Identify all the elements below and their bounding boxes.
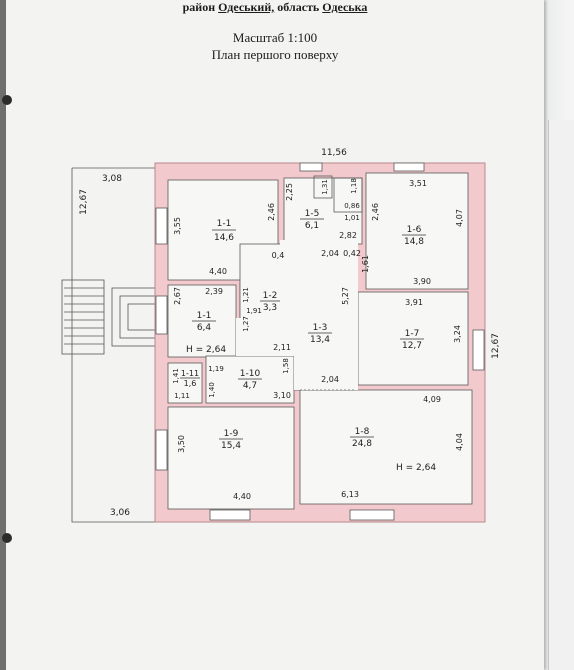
room-1-6-area: 14,8 [404,237,424,247]
dimension-label: 1,31 [321,179,329,195]
room-1-8-area: 24,8 [352,439,372,449]
document-sheet: район Одеський, область Одеська Масштаб … [2,0,544,670]
room-1-3-area: 13,4 [310,335,330,345]
room-1-10-area: 4,7 [243,381,257,391]
dimension-label: 4,07 [455,209,464,227]
plan-title: План першого поверху [211,47,339,62]
room-1-5-interior [283,177,363,245]
punch-hole-top [2,95,12,105]
room-1-6-interior [365,172,469,290]
dimension-label: 1,21 [242,287,250,303]
dimension-label: 4,04 [455,433,464,451]
dimension-label: 1,11 [174,392,190,400]
room-1-7-interior [357,291,469,386]
room-1-7-area: 12,7 [402,341,422,351]
dimension-label: 2,04 [321,375,339,384]
dimension-label: 1,01 [344,214,360,222]
dimension-label: 6,13 [341,490,359,499]
location-line: район Одеський, область Одеська [6,0,544,15]
region-name: Одеська [322,0,368,14]
porch-stairs [61,279,157,355]
room-1-1-id: 1-1 [197,311,212,321]
inner-dimensions: 3,55 2,46 4,40 0,4 2,25 1,31 1,18 0,86 1… [172,178,464,501]
dimension-label: 0,42 [343,249,361,258]
dim-left-height: 12,67 [79,189,89,215]
dimension-label: 1,41 [172,368,180,384]
yard-outline [71,167,155,523]
room-1-1-area: 6,4 [197,323,212,333]
room-1-2-id: 1-2 [263,291,278,301]
dimension-label: 2,04 [321,249,339,258]
dimension-label: 1,61 [361,255,370,273]
dimension-label: 3,24 [453,325,462,343]
dimension-label: 2,82 [339,231,357,240]
outer-dimensions: 11,56 3,08 3,06 12,67 12,67 [79,148,501,518]
room-1-4-id: 1-1 [217,219,232,229]
room-labels: 1-1 14,6 1-5 6,1 1-6 14,8 1-1 6,4 1-2 3,… [180,209,426,451]
region-word: область [277,0,320,14]
dimension-label: 0,86 [344,202,360,210]
room-1-5-area: 6,1 [305,221,319,231]
dimension-label: 1,91 [246,307,262,315]
room-1-2-area: 3,3 [263,303,277,313]
dimension-label: 3,55 [173,217,182,235]
paper-stack-edge-inner [548,120,574,670]
dimension-label: 1,18 [350,178,358,194]
dimension-label: 3,50 [177,435,186,453]
room-1-9-interior [167,406,295,510]
room-1-3-id: 1-3 [313,323,328,333]
dimension-label: 2,67 [173,287,182,305]
height-left: Н = 2,64 [186,345,226,355]
dimension-label: 3,10 [273,391,291,400]
location-prefix: район [182,0,216,14]
room-1-7-id: 1-7 [405,329,420,339]
punch-hole-bottom [2,533,12,543]
room-1-11-area: 1,6 [184,379,197,388]
dim-top-width: 11,56 [321,148,347,158]
dim-yard-top: 3,08 [102,174,122,184]
dimension-label: 4,40 [209,267,227,276]
height-right: Н = 2,64 [396,463,436,473]
dimension-label: 2,25 [285,183,294,201]
dimension-label: 4,40 [233,492,251,501]
floor-plan: 1-1 14,6 1-5 6,1 1-6 14,8 1-1 6,4 1-2 3,… [61,148,501,523]
room-1-9-id: 1-9 [224,429,239,439]
dimension-label: 5,27 [341,287,350,305]
district-name: Одеський, [218,0,275,14]
dimension-label: 2,46 [371,203,380,221]
room-1-11-id: 1-11 [181,369,199,378]
room-1-8-interior [299,389,473,505]
dimension-label: 1,27 [242,316,250,332]
scale-label: Масштаб 1:100 [232,30,318,45]
dim-yard-bottom: 3,06 [110,508,130,518]
room-1-8-id: 1-8 [355,427,370,437]
dimension-label: 1,19 [208,365,224,373]
ceiling-heights: Н = 2,64 Н = 2,64 [186,345,436,473]
room-1-9-area: 15,4 [221,441,241,451]
room-1-6-id: 1-6 [407,225,422,235]
room-1-11-interior [167,362,203,404]
room-1-5-id: 1-5 [305,209,320,219]
dimension-label: 4,09 [423,395,441,404]
room-1-10-id: 1-10 [240,369,261,379]
dimension-label: 1,58 [282,358,290,374]
dimension-label: 2,11 [273,343,291,352]
dimension-label: 0,4 [272,251,285,260]
room-1-4-area: 14,6 [214,233,234,243]
dimension-label: 3,51 [409,179,427,188]
dimension-label: 2,46 [267,203,276,221]
dim-right-height: 12,67 [491,333,501,359]
windows [155,162,485,521]
dimension-label: 3,90 [413,277,431,286]
dimension-label: 1,40 [208,382,216,398]
dimension-label: 2,39 [205,287,223,296]
dimension-label: 3,91 [405,298,423,307]
